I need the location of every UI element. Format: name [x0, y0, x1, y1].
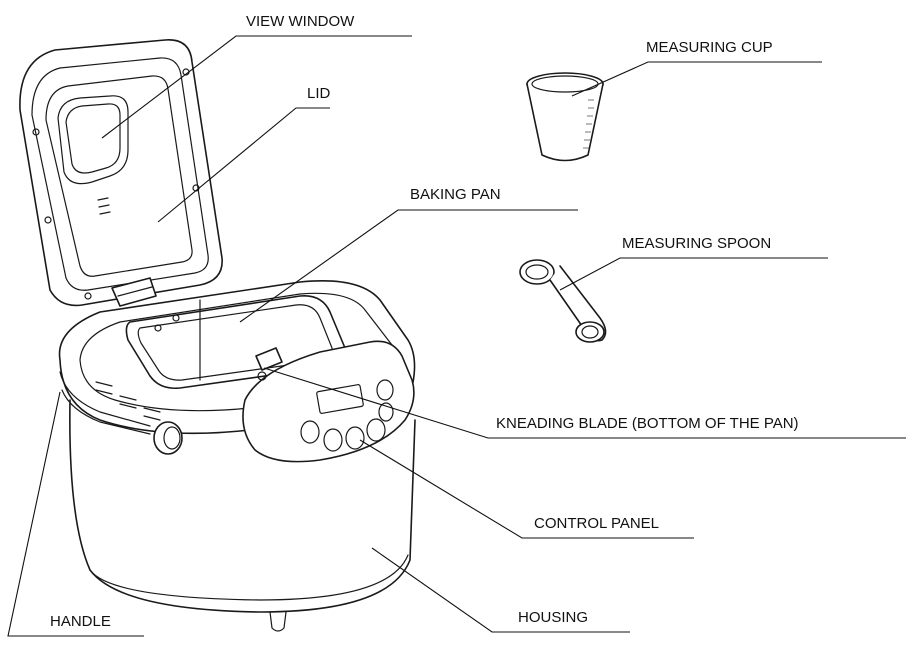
label-lid: LID [307, 85, 331, 102]
label-measuring-spoon: MEASURING SPOON [622, 235, 771, 252]
label-housing: HOUSING [518, 609, 588, 626]
bread-maker-body-drawing [58, 280, 416, 632]
control-panel-drawing [242, 340, 415, 463]
label-view-window: VIEW WINDOW [246, 13, 355, 30]
handle-drawing [61, 389, 151, 435]
label-baking-pan: BAKING PAN [410, 186, 501, 203]
lid-drawing [19, 39, 223, 307]
view-window-drawing [57, 95, 129, 185]
measuring-spoon-drawing [519, 259, 607, 343]
label-control-panel: CONTROL PANEL [534, 515, 659, 532]
label-kneading-blade: KNEADING BLADE (BOTTOM OF THE PAN) [496, 415, 799, 432]
measuring-cup-drawing [526, 72, 604, 162]
label-measuring-cup: MEASURING CUP [646, 39, 773, 56]
leader-lines [7, 35, 906, 637]
label-handle: HANDLE [50, 613, 111, 630]
